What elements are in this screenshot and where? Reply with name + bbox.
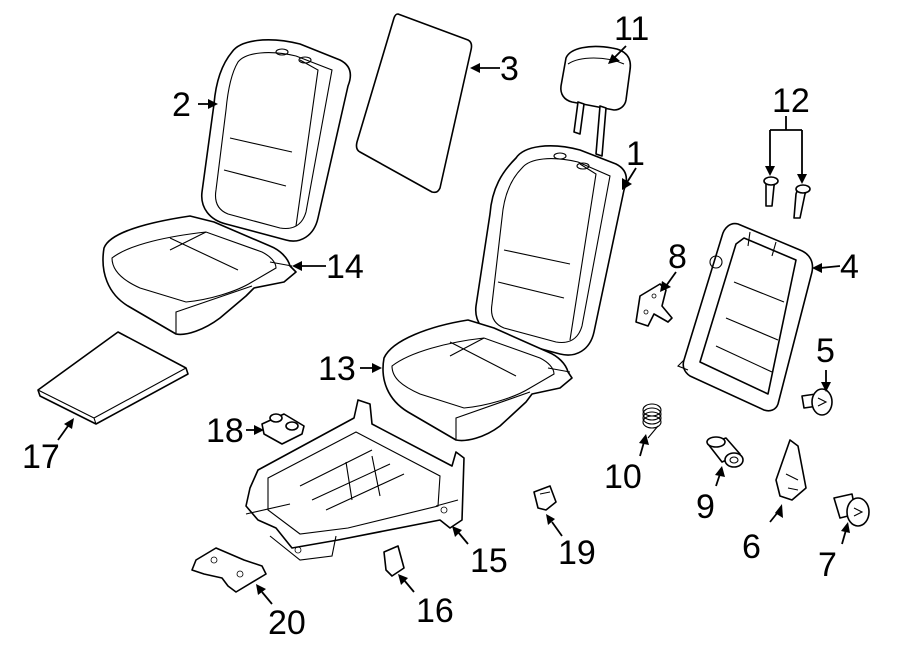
part-8-bracket	[635, 283, 673, 327]
part-15-seat-frame	[245, 399, 465, 561]
callout-8: 8	[668, 238, 687, 276]
part-18-knob	[261, 413, 305, 445]
callout-13: 13	[318, 350, 356, 388]
part-10-spring	[642, 403, 662, 439]
part-9-bushing	[706, 436, 744, 468]
callout-16: 16	[416, 592, 454, 630]
part-12-bolts	[763, 176, 811, 219]
callout-2: 2	[172, 86, 191, 124]
callout-18: 18	[206, 412, 244, 450]
callout-1: 1	[626, 135, 645, 173]
part-2-seat-back-cover	[201, 39, 352, 242]
callout-20: 20	[268, 604, 306, 642]
part-5-bolt	[801, 388, 833, 416]
part-16-end-cap	[383, 545, 405, 577]
part-14-seat-cushion	[102, 215, 297, 336]
callout-10: 10	[604, 458, 642, 496]
callout-12: 12	[772, 82, 810, 120]
part-19-clip	[533, 485, 557, 511]
part-20-hinge	[191, 547, 267, 593]
part-3-back-panel	[355, 13, 473, 194]
part-1-seat-back	[475, 145, 628, 356]
callout-4: 4	[840, 248, 859, 286]
callout-17: 17	[22, 438, 60, 476]
callout-5: 5	[816, 332, 835, 370]
part-17-seat-pad	[37, 331, 189, 425]
callout-19: 19	[558, 534, 596, 572]
callout-15: 15	[470, 542, 508, 580]
callout-3: 3	[500, 50, 519, 88]
callout-14: 14	[326, 248, 364, 286]
part-7-pin	[833, 493, 870, 527]
part-4-seat-back-frame	[677, 222, 814, 412]
part-11-headrest	[560, 45, 632, 157]
part-13-seat-cushion	[382, 319, 573, 442]
callout-7: 7	[818, 546, 837, 584]
callout-labels: 1 2 3 4 5 6 7 8 9 10 11 12 13 14 15 16 1…	[22, 10, 859, 642]
callout-6: 6	[742, 528, 761, 566]
part-6-side-cover	[775, 439, 807, 501]
callout-11: 11	[614, 10, 649, 48]
leader-lines	[57, 45, 850, 605]
callout-9: 9	[696, 488, 715, 526]
